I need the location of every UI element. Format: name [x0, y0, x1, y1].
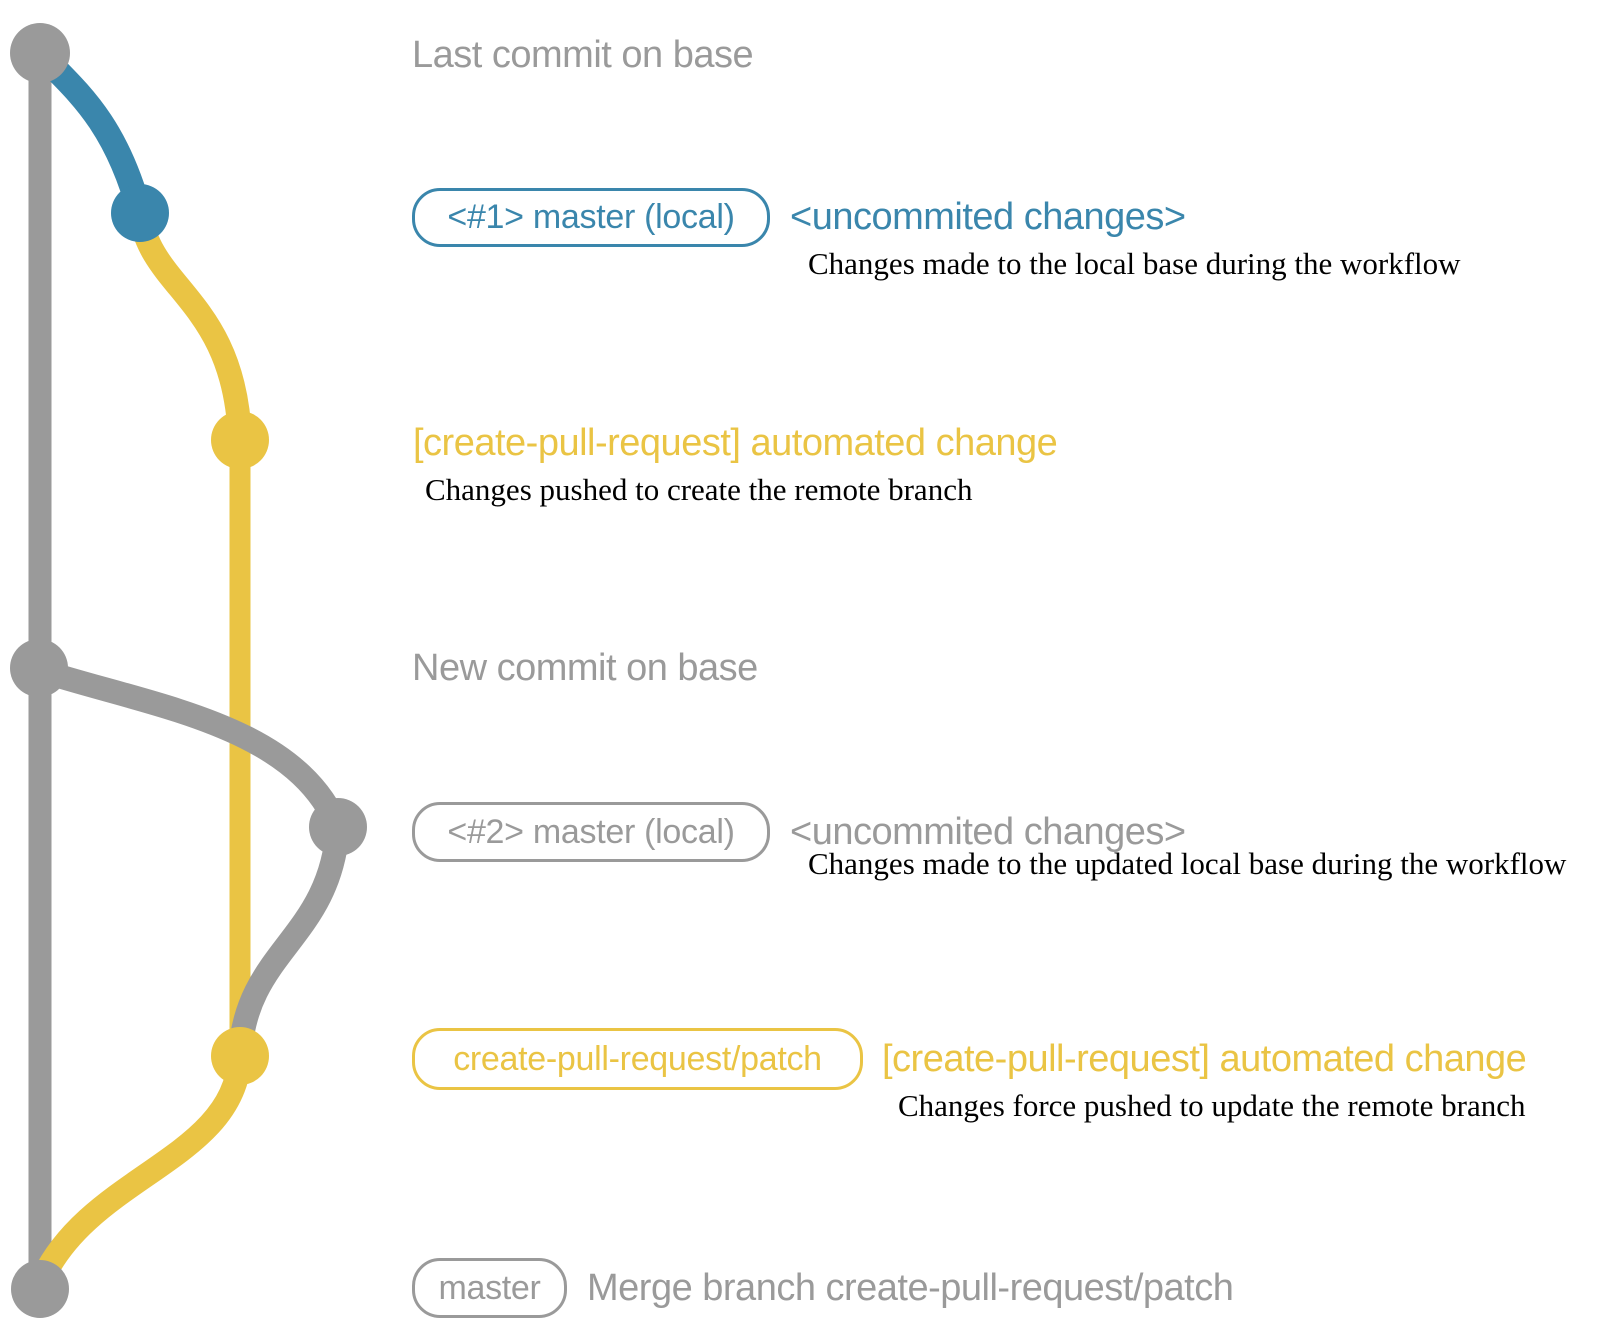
label-automated-change-1: [create-pull-request] automated change [413, 422, 1058, 464]
base-to-local-curve-2 [35, 658, 350, 833]
branch-box-create-pull-request-patch: create-pull-request/patch [412, 1028, 863, 1090]
caption-local-base-changes-1: Changes made to the local base during th… [808, 246, 1461, 281]
commit-dot-merge [11, 1260, 69, 1318]
heading-last-commit-on-base: Last commit on base [412, 34, 754, 76]
commit-dot-local-2 [309, 798, 367, 856]
commit-dot-new-base [10, 639, 68, 697]
commit-dot-remote-1 [211, 411, 269, 469]
branch-box-master-local-1: <#1> master (local) [412, 188, 770, 247]
label-merge-branch: Merge branch create-pull-request/patch [587, 1267, 1234, 1309]
commit-graph [10, 23, 367, 1318]
branch-box-master: master [412, 1258, 567, 1318]
commit-dot-remote-2 [211, 1027, 269, 1085]
heading-new-commit-on-base: New commit on base [412, 647, 758, 689]
commit-dot-last-base [10, 23, 70, 83]
remote-merge-curve [31, 1054, 252, 1286]
label-uncommited-changes-1: <uncommited changes> [790, 196, 1186, 238]
local-curve-2-to-remote [228, 825, 350, 1057]
label-automated-change-2: [create-pull-request] automated change [882, 1038, 1527, 1080]
caption-force-push-remote-branch: Changes force pushed to update the remot… [898, 1088, 1526, 1123]
remote-branch-curve-1 [128, 210, 252, 441]
caption-push-remote-branch: Changes pushed to create the remote bran… [425, 472, 973, 507]
caption-local-base-changes-2: Changes made to the updated local base d… [808, 846, 1567, 881]
label-uncommited-changes-2: <uncommited changes> [790, 811, 1186, 853]
commit-dot-local-1 [111, 184, 169, 242]
branch-box-master-local-2: <#2> master (local) [412, 802, 770, 862]
